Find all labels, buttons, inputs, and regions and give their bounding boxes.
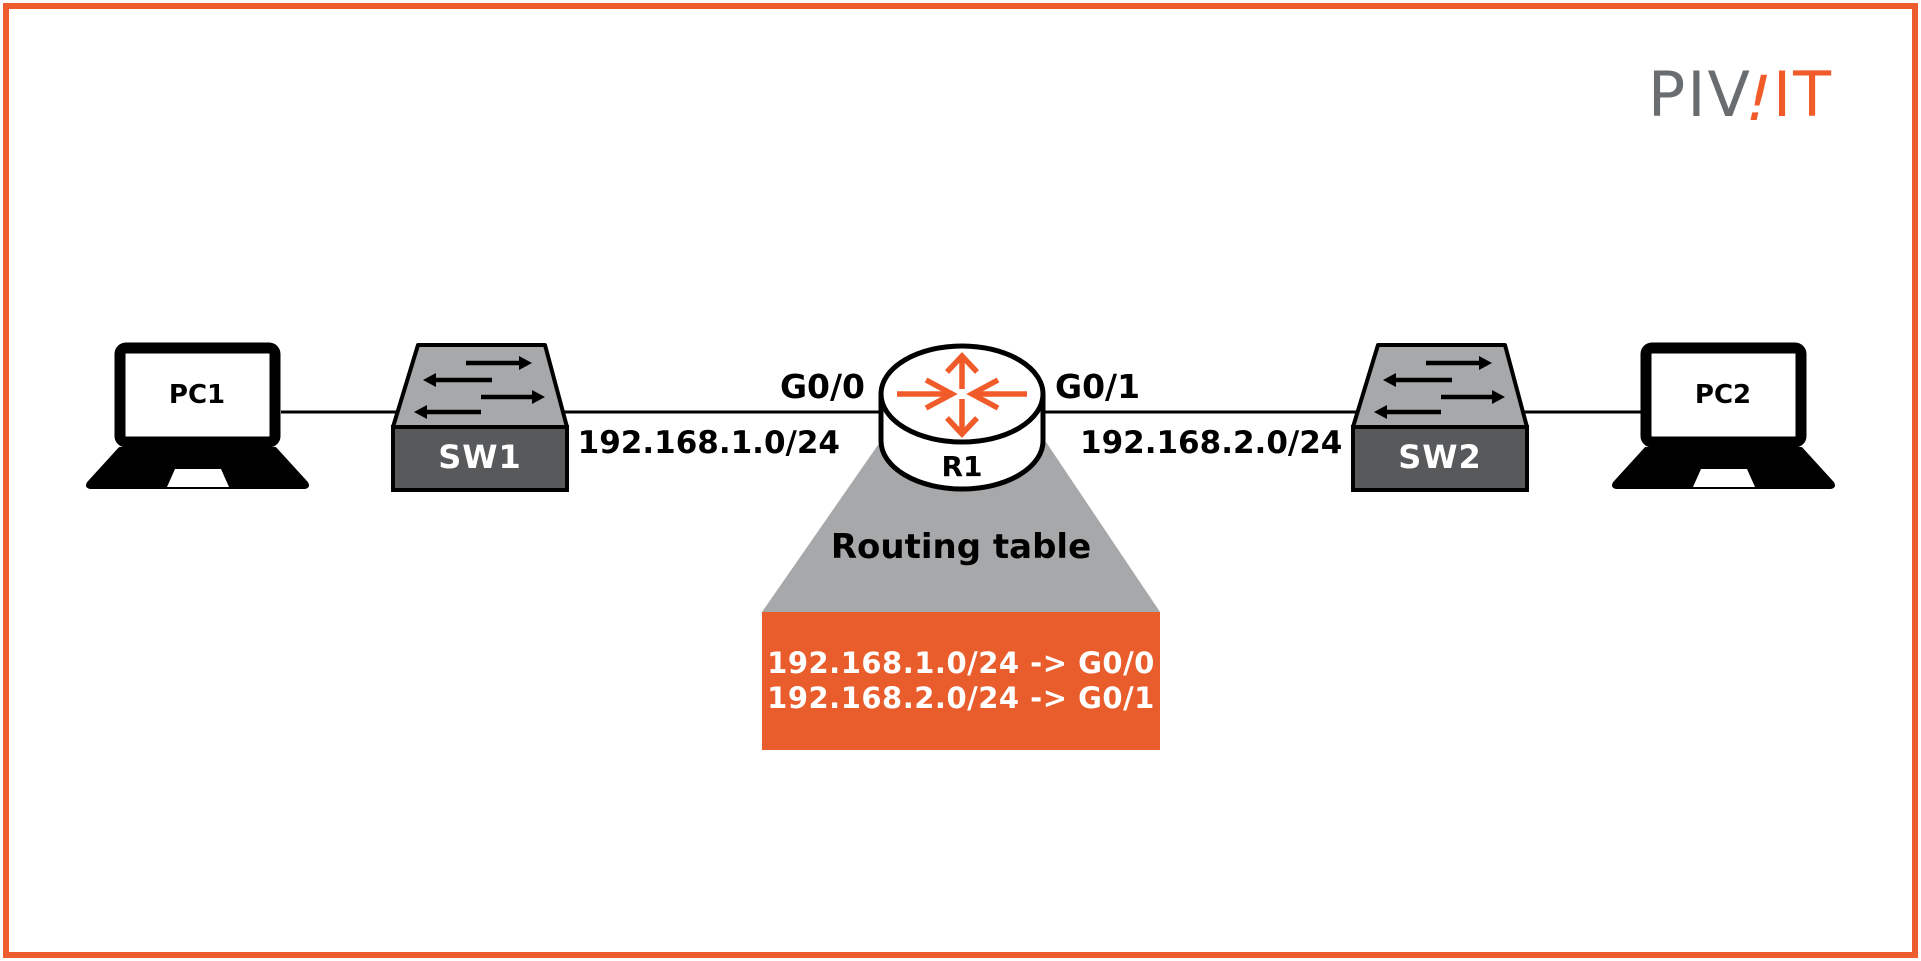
routing-table-title: Routing table bbox=[830, 527, 1092, 567]
network-1-label: 192.168.1.0/24 bbox=[577, 425, 840, 461]
network-2-label: 192.168.2.0/24 bbox=[1080, 425, 1343, 461]
pivit-logo-orange-text: IT bbox=[1772, 58, 1833, 131]
interface-g0-0-label: G0/0 bbox=[779, 367, 865, 406]
r1-label: R1 bbox=[941, 450, 983, 483]
pivit-logo: PIV!IT bbox=[1648, 62, 1833, 135]
routing-table-box bbox=[762, 612, 1160, 750]
interface-g0-1-label: G0/1 bbox=[1055, 367, 1141, 406]
pc1-label: PC1 bbox=[168, 380, 226, 410]
sw1-label: SW1 bbox=[438, 438, 522, 476]
r1-router-icon bbox=[878, 343, 1046, 492]
routing-table-callout-wedge bbox=[762, 442, 1160, 612]
routing-table-entries: 192.168.1.0/24 -> G0/0 192.168.2.0/24 ->… bbox=[762, 612, 1160, 750]
pc1-laptop-icon bbox=[88, 348, 307, 487]
pc2-label: PC2 bbox=[1694, 380, 1752, 410]
pivit-logo-gray-text: PIV bbox=[1647, 58, 1752, 131]
routing-table-entry: 192.168.1.0/24 -> G0/0 bbox=[767, 646, 1155, 680]
pc2-laptop-icon bbox=[1614, 348, 1833, 487]
routing-table-entry: 192.168.2.0/24 -> G0/1 bbox=[767, 681, 1155, 715]
router-arrows-icon bbox=[897, 351, 1027, 439]
sw2-label: SW2 bbox=[1398, 438, 1482, 476]
